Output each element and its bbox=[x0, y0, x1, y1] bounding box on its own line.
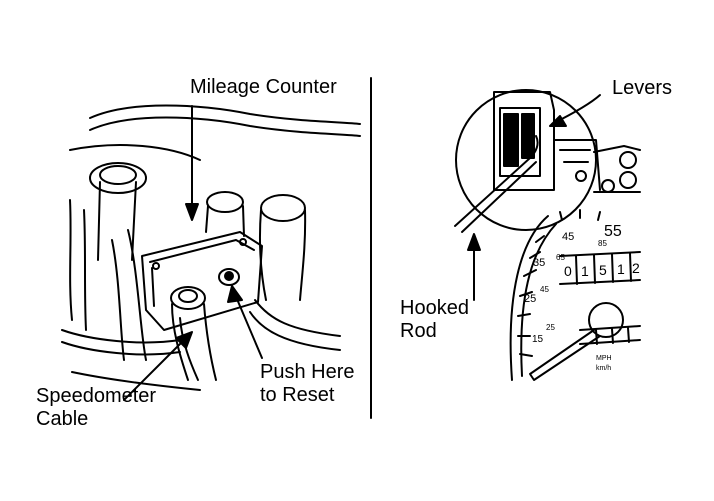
odometer-digit: 2 bbox=[632, 260, 640, 276]
kmh-tick-label: 45 bbox=[540, 285, 549, 294]
speedometer-cable-label: Speedometer Cable bbox=[36, 385, 157, 430]
kmh-tick-label: 85 bbox=[598, 239, 607, 248]
units-mph: MPH bbox=[596, 355, 612, 362]
mileage-counter-assembly bbox=[61, 104, 361, 391]
mileage-counter-label: Mileage Counter bbox=[190, 76, 337, 98]
speedometer-detail bbox=[454, 89, 641, 381]
odometer-digit: 1 bbox=[581, 263, 589, 279]
mph-tick-label: 15 bbox=[532, 334, 544, 345]
mph-tick-label: 25 bbox=[524, 293, 536, 305]
odometer-digit: 1 bbox=[617, 261, 625, 277]
odometer-digit: 5 bbox=[599, 262, 607, 278]
leader-lines-left bbox=[123, 105, 263, 401]
hooked-rod-label: Hooked Rod bbox=[400, 297, 469, 342]
mph-tick-label: 35 bbox=[533, 257, 545, 269]
units-kmh: km/h bbox=[596, 365, 611, 372]
mph-tick-label: 55 bbox=[604, 223, 622, 240]
leader-lines-right bbox=[467, 94, 601, 301]
push-here-to-reset-label: Push Here to Reset bbox=[260, 361, 355, 406]
levers-label: Levers bbox=[612, 77, 673, 99]
kmh-tick-label: 25 bbox=[546, 323, 555, 332]
kmh-tick-label: 65 bbox=[556, 253, 565, 262]
speedometer-dial-labels: 55 45 35 25 15 85 65 45 25 0 1 5 1 2 MPH… bbox=[524, 223, 640, 372]
mph-tick-label: 45 bbox=[562, 231, 574, 243]
odometer-digit: 0 bbox=[564, 263, 572, 279]
